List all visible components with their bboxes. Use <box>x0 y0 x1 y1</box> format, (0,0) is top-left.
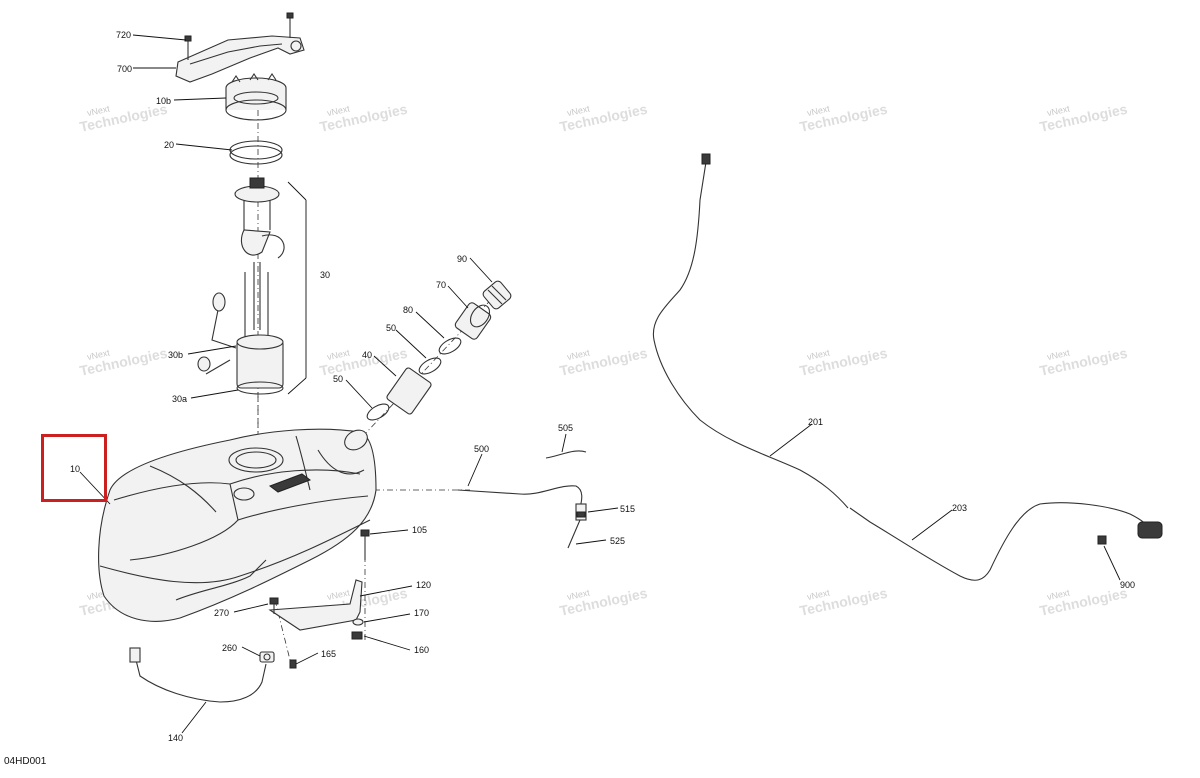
clamp-50-upper <box>418 357 442 375</box>
fuel-pump-30 <box>197 177 307 395</box>
callout-515: 515 <box>620 504 635 514</box>
screw-165 <box>289 659 297 669</box>
nut-160 <box>351 631 363 640</box>
filler-neck-70 <box>454 302 492 340</box>
locking-ring-10b <box>225 73 287 121</box>
callout-900: 900 <box>1120 580 1135 590</box>
callout-105: 105 <box>412 525 427 535</box>
watermark-line1: vNext <box>566 347 591 362</box>
callout-40: 40 <box>362 350 372 360</box>
diagram-code-label: 04HD001 <box>4 756 47 767</box>
watermark-line1: vNext <box>1046 103 1071 118</box>
watermark-line2: Technologies <box>798 345 889 379</box>
watermark-line2: Technologies <box>78 345 169 379</box>
callout-120: 120 <box>416 580 431 590</box>
fuel-line-203 <box>849 502 1163 581</box>
highlight-box-part-10[interactable] <box>41 434 107 502</box>
filler-cap-90 <box>482 280 512 310</box>
watermark-line1: vNext <box>86 103 111 118</box>
callout-labels: 720 700 10b 20 30 30b 30a 90 70 80 50 40… <box>70 30 1135 743</box>
callout-505: 505 <box>558 423 573 433</box>
callout-30b: 30b <box>168 350 183 360</box>
watermark-line2: Technologies <box>1038 345 1129 379</box>
callout-30: 30 <box>320 270 330 280</box>
callout-50-upper: 50 <box>386 323 396 333</box>
watermark-line2: Technologies <box>318 101 409 135</box>
nut-260 <box>259 651 275 663</box>
strap-140 <box>129 647 267 703</box>
watermark-line2: Technologies <box>558 585 649 619</box>
callout-270: 270 <box>214 608 229 618</box>
watermark-line1: vNext <box>86 347 111 362</box>
callout-10b: 10b <box>156 96 171 106</box>
watermark-line1: vNext <box>326 587 351 602</box>
hose-525 <box>567 519 581 549</box>
callout-260: 260 <box>222 643 237 653</box>
watermark-line1: vNext <box>326 347 351 362</box>
callout-170: 170 <box>414 608 429 618</box>
callout-50-lower: 50 <box>333 374 343 384</box>
clamp-80 <box>438 337 462 355</box>
bolt-105 <box>360 529 370 560</box>
hose-40 <box>386 367 432 415</box>
callout-80: 80 <box>403 305 413 315</box>
callout-203: 203 <box>952 503 967 513</box>
watermark-line2: Technologies <box>1038 101 1129 135</box>
callout-700: 700 <box>117 64 132 74</box>
watermark-line2: Technologies <box>558 345 649 379</box>
fuel-line-201 <box>652 153 849 509</box>
bracket-700 <box>175 12 305 83</box>
callout-201: 201 <box>808 417 823 427</box>
fuel-tank-10 <box>98 428 377 622</box>
clip-900 <box>1097 535 1107 545</box>
watermark-line2: Technologies <box>798 585 889 619</box>
watermark-line1: vNext <box>1046 347 1071 362</box>
bracket-120 <box>268 579 363 631</box>
callout-90: 90 <box>457 254 467 264</box>
watermark-line1: vNext <box>566 103 591 118</box>
callout-10: 10 <box>70 464 80 474</box>
gasket-20 <box>229 140 283 165</box>
watermark-line1: vNext <box>326 103 351 118</box>
watermark-line1: vNext <box>806 587 831 602</box>
callout-500: 500 <box>474 444 489 454</box>
watermark-line1: vNext <box>806 347 831 362</box>
watermark-line1: vNext <box>566 587 591 602</box>
watermark-line1: vNext <box>806 103 831 118</box>
callout-30a: 30a <box>172 394 187 404</box>
valve-515 <box>575 503 587 521</box>
vent-hose-500 <box>457 485 583 509</box>
bolt-270 <box>269 597 279 614</box>
watermark-line1: vNext <box>1046 587 1071 602</box>
watermark-line2: Technologies <box>1038 585 1129 619</box>
callout-165: 165 <box>321 649 336 659</box>
clamp-50-lower <box>366 403 390 421</box>
washer-170 <box>352 618 364 626</box>
callout-leaders <box>79 34 1121 734</box>
callout-160: 160 <box>414 645 429 655</box>
callout-70: 70 <box>436 280 446 290</box>
watermark-line2: Technologies <box>798 101 889 135</box>
callout-525: 525 <box>610 536 625 546</box>
callout-720: 720 <box>116 30 131 40</box>
watermark-line2: Technologies <box>558 101 649 135</box>
callout-20: 20 <box>164 140 174 150</box>
hose-505 <box>545 450 587 459</box>
callout-140: 140 <box>168 733 183 743</box>
